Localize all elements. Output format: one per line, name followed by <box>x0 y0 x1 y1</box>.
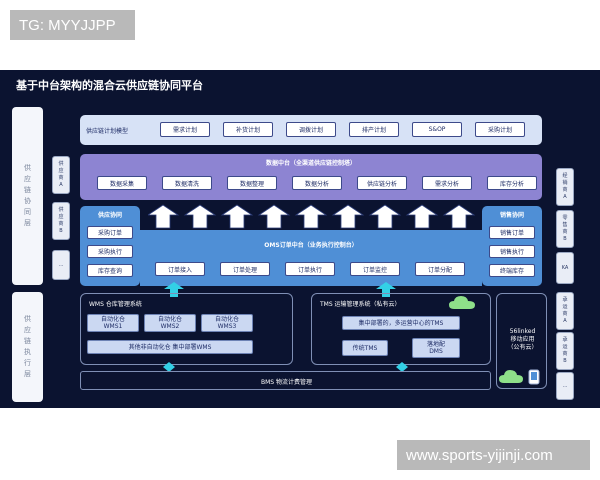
mobile-app-label: 56linked 移动应用 （公有云） <box>507 328 538 351</box>
sales-item-so-exec: 销售执行 <box>489 245 535 258</box>
up-arrow-icon <box>294 204 328 229</box>
diagram-panel: 基于中台架构的混合云供应链协同平台 供应链协同层 供应链执行层 供应商A 供应商… <box>0 70 600 408</box>
dealer-a-box: 经销商A <box>556 168 574 206</box>
carrier-more-box: ... <box>556 372 574 400</box>
planning-label: 供应链计划模型 <box>86 128 129 135</box>
planning-band: 供应链计划模型 需求计划 补货计划 调拨计划 排产计划 S&OP 采购计划 <box>80 115 542 145</box>
mobile-app-panel: 56linked 移动应用 （公有云） <box>496 293 547 389</box>
ka-box: KA <box>556 252 574 284</box>
execution-layer-label: 供应链执行层 <box>12 292 43 402</box>
sales-collab-panel: 销售协同 销售订单 销售执行 终端库存 <box>482 206 542 286</box>
up-arrows-row <box>148 204 476 229</box>
plan-item-purchase: 采购计划 <box>475 122 525 137</box>
wms1-box: 自动化仓 WMS1 <box>87 314 139 332</box>
supply-item-po-exec: 采购执行 <box>87 245 133 258</box>
wms3-box: 自动化仓 WMS3 <box>201 314 253 332</box>
bms-bar: BMS 物流计费管理 <box>80 371 491 390</box>
up-arrow-icon <box>331 204 365 229</box>
oms-item-monitor: 订单监控 <box>350 262 400 276</box>
data-item-analysis: 数据分析 <box>292 176 342 190</box>
connector-arrows <box>164 282 396 297</box>
oms-title: OMS订单中台（业务执行控制台） <box>264 241 358 249</box>
supply-item-po: 采购订单 <box>87 226 133 239</box>
tms-title: TMS 运输管理系统（私有云） <box>320 301 401 308</box>
tms-dms-box: 落地配 DMS <box>412 338 460 358</box>
cloud-icon <box>499 370 523 383</box>
wms2-box: 自动化仓 WMS2 <box>144 314 196 332</box>
oms-item-allocate: 订单分配 <box>415 262 465 276</box>
supply-collab-panel: 供应协同 采购订单 采购执行 库存查询 <box>80 206 140 286</box>
diagram-title: 基于中台架构的混合云供应链协同平台 <box>16 79 203 92</box>
up-arrow-icon <box>405 204 439 229</box>
up-arrow-icon <box>183 204 217 229</box>
sales-item-terminal-inventory: 终端库存 <box>489 264 535 277</box>
sales-item-so: 销售订单 <box>489 226 535 239</box>
wms-title: WMS 仓库管理系统 <box>89 301 142 308</box>
sales-collab-title: 销售协同 <box>499 211 524 219</box>
supplier-more-box: ... <box>52 250 70 280</box>
wms-other-box: 其他非自动化仓 集中部署WMS <box>87 340 253 354</box>
supply-collab-title: 供应协同 <box>97 211 122 219</box>
plan-item-sop: S&OP <box>412 122 462 137</box>
retailer-b-box: 零售商B <box>556 210 574 248</box>
collaboration-layer-text: 供应链协同层 <box>24 164 31 227</box>
diamond-marker-icon <box>396 362 408 372</box>
up-arrow-icon <box>148 204 180 229</box>
diamond-marker-icon <box>163 362 175 372</box>
supply-item-inventory: 库存查询 <box>87 264 133 277</box>
data-item-demand-analysis: 需求分析 <box>422 176 472 190</box>
carrier-a-box: 承运商A <box>556 292 574 330</box>
up-arrow-icon <box>164 282 184 297</box>
plan-item-replenish: 补货计划 <box>223 122 273 137</box>
plan-item-production: 排产计划 <box>349 122 399 137</box>
wms-panel: WMS 仓库管理系统 自动化仓 WMS1 自动化仓 WMS2 自动化仓 WMS3… <box>80 293 293 365</box>
supplier-a-box: 供应商A <box>52 156 70 194</box>
phone-icon <box>528 369 540 385</box>
data-item-inventory-analysis: 库存分析 <box>487 176 537 190</box>
tms-panel: TMS 运输管理系统（私有云） 集中部署的，多运营中心的TMS 传统TMS 落地… <box>311 293 491 365</box>
oms-item-intake: 订单接入 <box>155 262 205 276</box>
data-item-organize: 数据整理 <box>227 176 277 190</box>
data-center-band: 数据中台（全渠道供应链控制塔） 数据采集 数据清洗 数据整理 数据分析 供应链分… <box>80 154 542 200</box>
execution-layer-text: 供应链执行层 <box>24 315 31 378</box>
data-center-title: 数据中台（全渠道供应链控制塔） <box>265 159 356 167</box>
up-arrow-icon <box>442 204 476 229</box>
watermark-bottom: www.sports-yijinji.com <box>397 440 590 470</box>
plan-item-transfer: 调拨计划 <box>286 122 336 137</box>
tms-central-box: 集中部署的，多运营中心的TMS <box>342 316 460 330</box>
watermark-top: TG: MYYJJPP <box>10 10 135 40</box>
data-item-clean: 数据清洗 <box>162 176 212 190</box>
supplier-b-box: 供应商B <box>52 202 70 240</box>
up-arrow-icon <box>376 282 396 297</box>
plan-item-demand: 需求计划 <box>160 122 210 137</box>
oms-item-execute: 订单执行 <box>285 262 335 276</box>
oms-item-process: 订单处理 <box>220 262 270 276</box>
oms-band: OMS订单中台（业务执行控制台） 订单接入 订单处理 订单执行 订单监控 订单分… <box>140 230 482 286</box>
bms-label: BMS 物流计费管理 <box>260 379 312 386</box>
up-arrow-icon <box>257 204 291 229</box>
data-item-sc-analysis: 供应链分析 <box>357 176 407 190</box>
carrier-b-box: 承运商B <box>556 332 574 370</box>
up-arrow-icon <box>220 204 254 229</box>
cloud-icon <box>449 296 475 309</box>
collaboration-layer-label: 供应链协同层 <box>12 107 43 285</box>
tms-traditional-box: 传统TMS <box>342 340 388 356</box>
up-arrow-icon <box>368 204 402 229</box>
data-item-collect: 数据采集 <box>97 176 147 190</box>
